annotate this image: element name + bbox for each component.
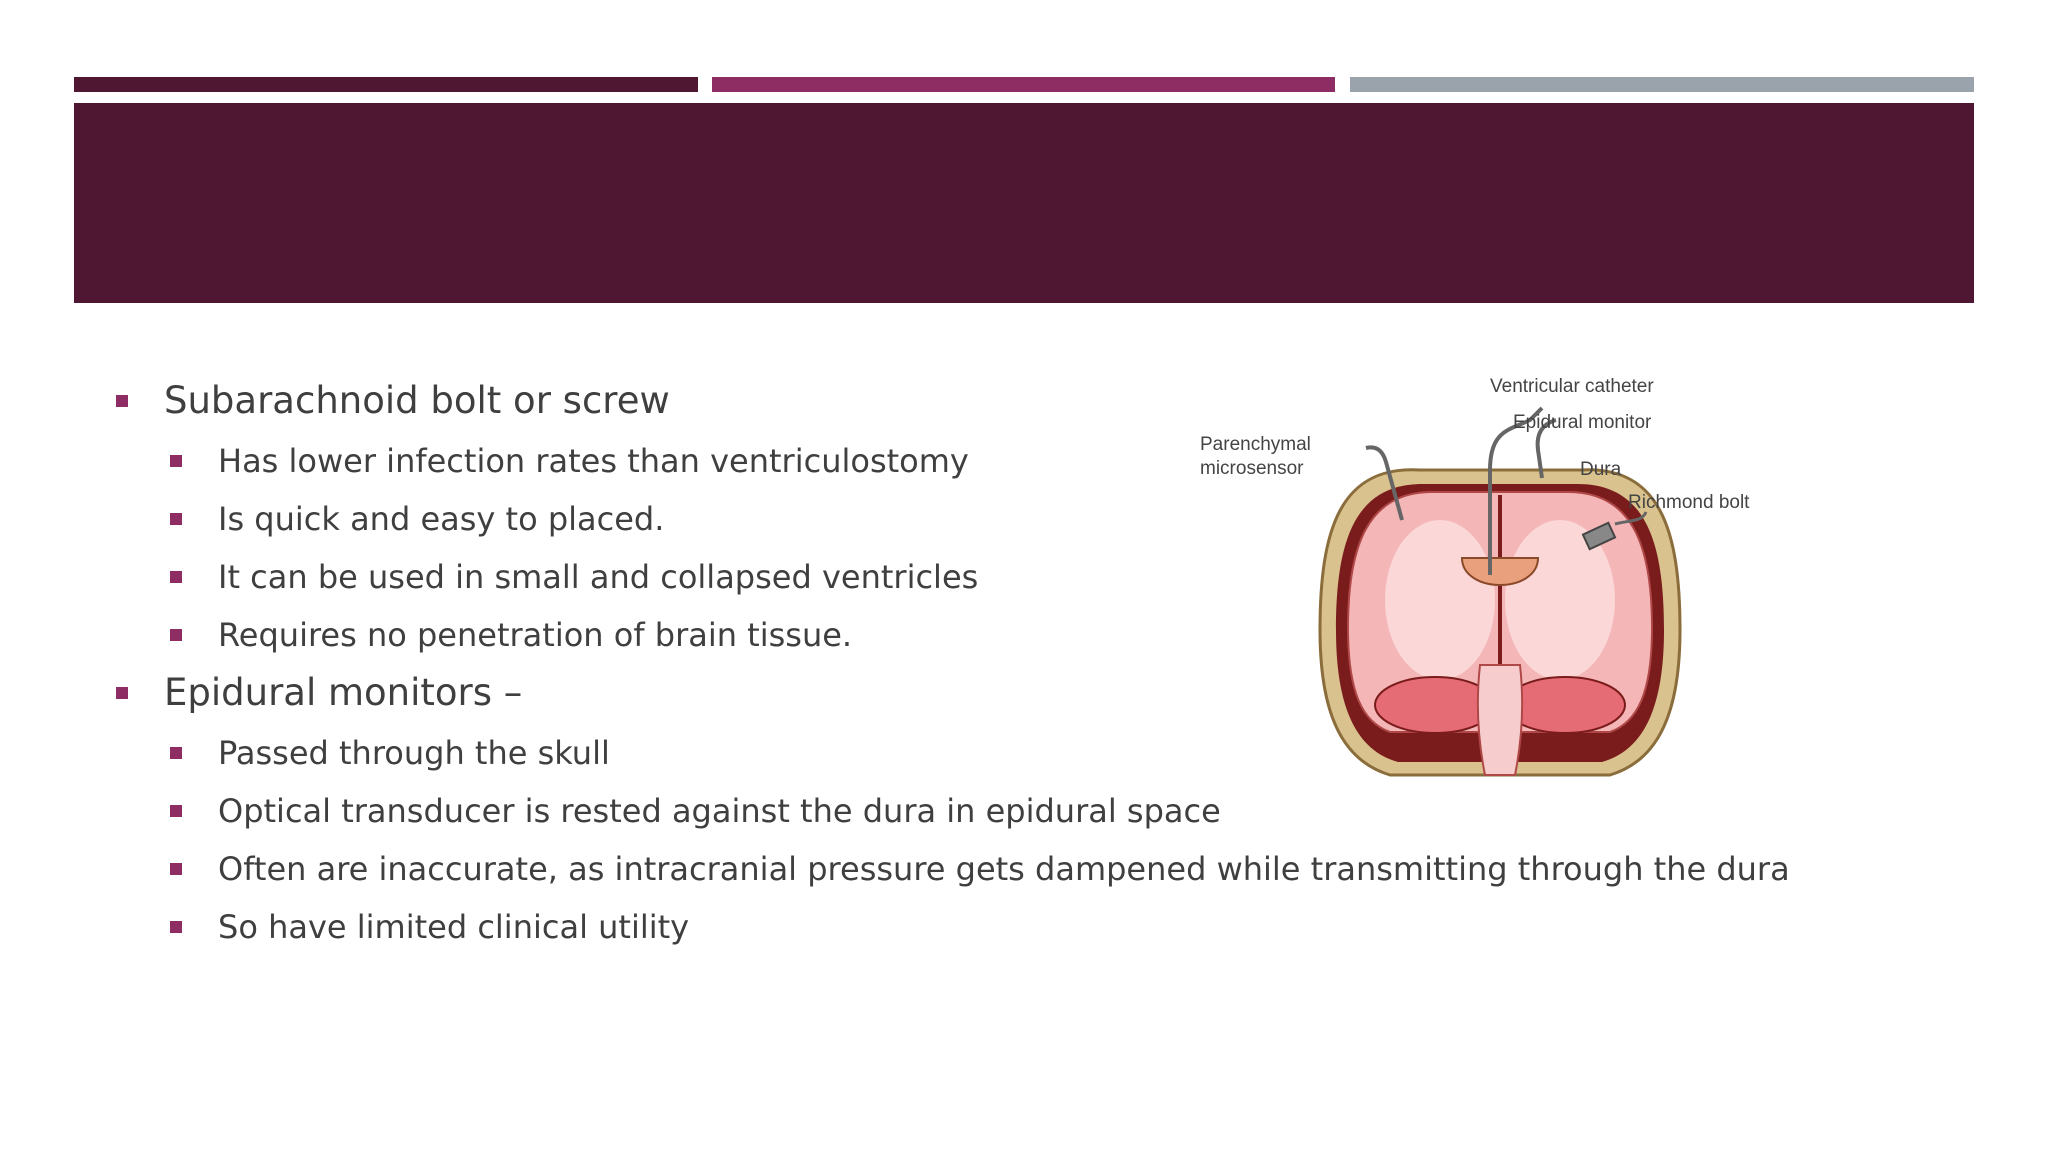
title-band — [74, 103, 1974, 303]
sub-bullet-text: It can be used in small and collapsed ve… — [218, 558, 979, 596]
sub-bullet-item: Requires no penetration of brain tissue. — [108, 606, 1808, 664]
sub-bullet-text: Passed through the skull — [218, 734, 610, 772]
sub-bullet-item: Often are inaccurate, as intracranial pr… — [108, 840, 1808, 898]
accent-bar-dark — [74, 77, 698, 92]
square-bullet-icon — [170, 921, 182, 933]
richmond-bolt-lead — [1614, 511, 1648, 526]
bullet-text: Epidural monitors – — [164, 671, 523, 714]
square-bullet-icon — [170, 513, 182, 525]
label-parenchymal-1: Parenchymal — [1200, 434, 1311, 455]
sub-bullet-text: Often are inaccurate, as intracranial pr… — [218, 850, 1790, 888]
epidural-monitor — [1535, 418, 1557, 479]
label-epidural-monitor: Epidural monitor — [1513, 412, 1652, 433]
sub-bullet-text: Has lower infection rates than ventricul… — [218, 442, 969, 480]
accent-bar-gray — [1350, 77, 1974, 92]
sub-bullet-item: It can be used in small and collapsed ve… — [108, 548, 1808, 606]
bullet-item: Subarachnoid bolt or screw — [108, 372, 1808, 430]
sub-bullet-item: Optical transducer is rested against the… — [108, 782, 1808, 840]
ventricle — [1460, 557, 1540, 587]
square-bullet-icon — [116, 395, 128, 407]
icp-monitor-diagram: Ventricular catheter Epidural monitor Pa… — [1200, 376, 1750, 777]
bullet-item: Epidural monitors – — [108, 664, 1808, 722]
label-ventricular-catheter: Ventricular catheter — [1490, 376, 1654, 397]
square-bullet-icon — [170, 805, 182, 817]
parenchymal-microsensor — [1365, 445, 1404, 521]
accent-bar-magenta — [712, 77, 1335, 92]
square-bullet-icon — [170, 747, 182, 759]
bullet-text: Subarachnoid bolt or screw — [164, 379, 670, 422]
square-bullet-icon — [170, 571, 182, 583]
sub-bullet-item: Has lower infection rates than ventricul… — [108, 432, 1808, 490]
richmond-bolt — [1581, 521, 1617, 551]
sub-bullet-item: Is quick and easy to placed. — [108, 490, 1808, 548]
slide-title — [74, 103, 1974, 243]
sub-bullet-item: So have limited clinical utility — [108, 898, 1808, 956]
square-bullet-icon — [170, 455, 182, 467]
sub-bullet-text: So have limited clinical utility — [218, 908, 690, 946]
label-parenchymal-2: microsensor — [1200, 458, 1304, 479]
bullet-list: Subarachnoid bolt or screw Has lower inf… — [108, 372, 1808, 956]
square-bullet-icon — [116, 687, 128, 699]
label-dura: Dura — [1580, 459, 1622, 480]
brainstem — [1476, 664, 1524, 776]
sub-bullet-text: Is quick and easy to placed. — [218, 500, 665, 538]
label-richmond-bolt: Richmond bolt — [1628, 492, 1750, 513]
ventricular-catheter — [1488, 406, 1544, 575]
sub-bullet-text: Optical transducer is rested against the… — [218, 792, 1221, 830]
square-bullet-icon — [170, 863, 182, 875]
brain-highlight-left — [1385, 520, 1495, 680]
sub-bullet-item: Passed through the skull — [108, 724, 1808, 782]
square-bullet-icon — [170, 629, 182, 641]
sub-bullet-text: Requires no penetration of brain tissue. — [218, 616, 853, 654]
